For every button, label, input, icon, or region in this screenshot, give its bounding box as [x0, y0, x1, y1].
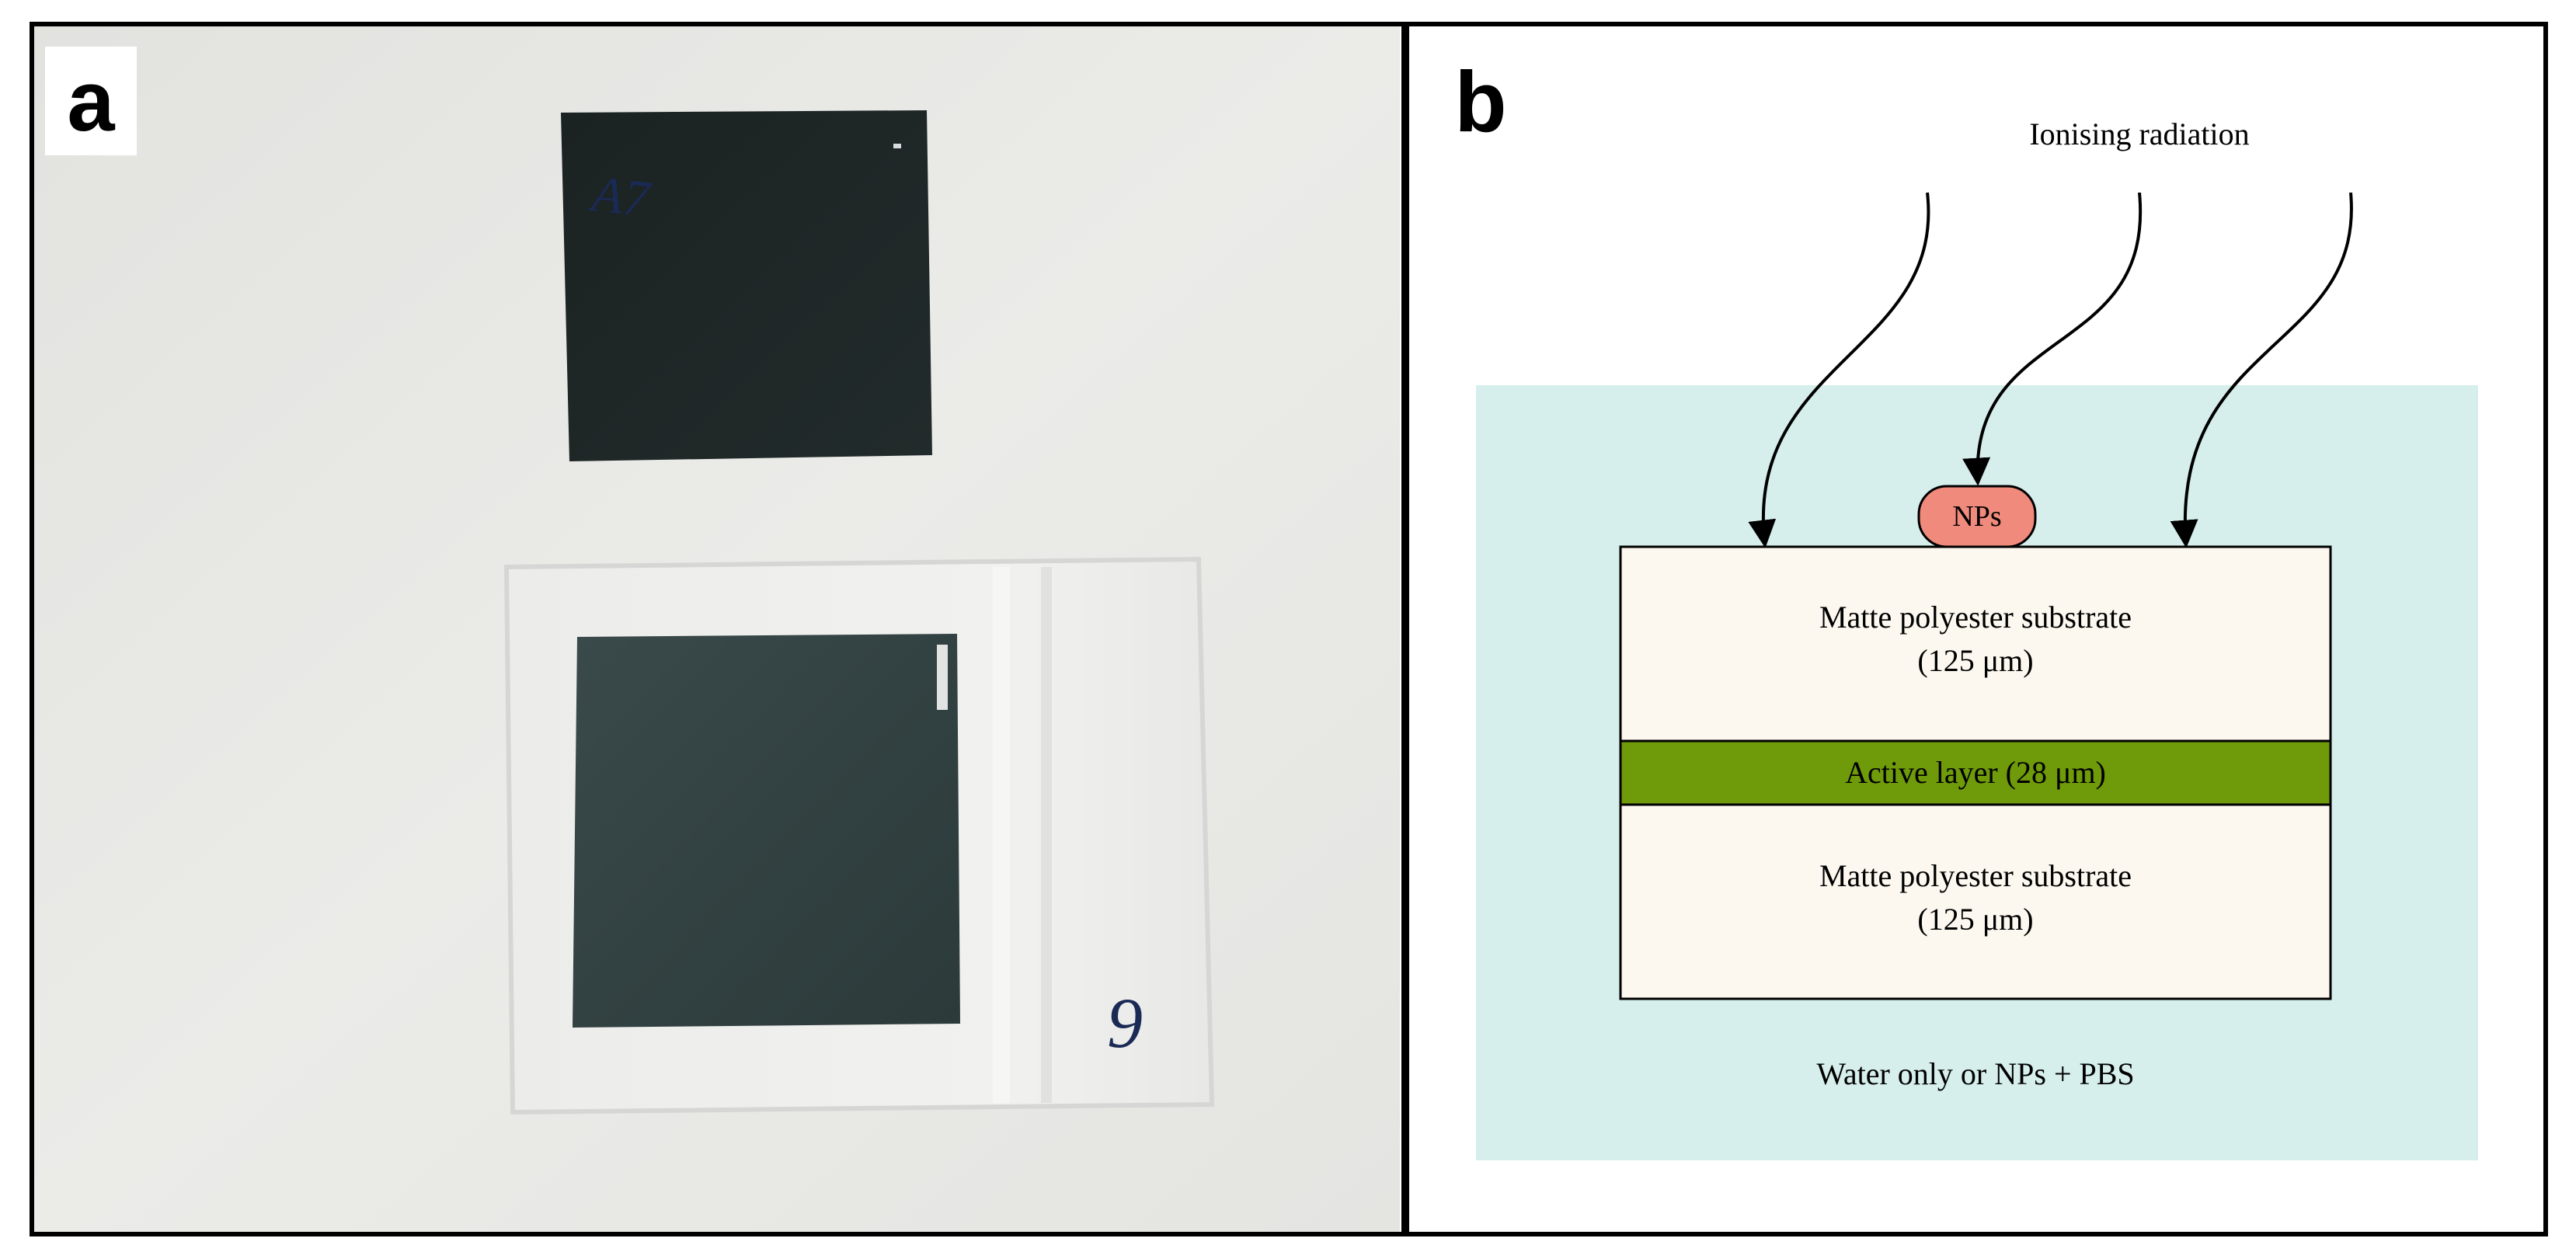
medium-label: Water only or NPs + PBS [1816, 1056, 2134, 1091]
radiation-label: Ionising radiation [2029, 117, 2249, 151]
panel-b-label: b [1442, 51, 1519, 152]
top-layer-label-line1: Matte polyester substrate [1819, 600, 2132, 635]
active-layer-label: Active layer (28 μm) [1845, 755, 2106, 790]
bottom-layer-label-line2: (125 μm) [1917, 902, 2033, 937]
panel-a-border [30, 22, 1406, 1236]
top-layer-label-line2: (125 μm) [1917, 643, 2033, 678]
panel-b-diagram: NPs Ionising radiation Matte polyester s… [1409, 26, 2543, 1232]
bottom-layer-label-line1: Matte polyester substrate [1819, 858, 2132, 893]
nps-label: NPs [1952, 500, 2001, 533]
